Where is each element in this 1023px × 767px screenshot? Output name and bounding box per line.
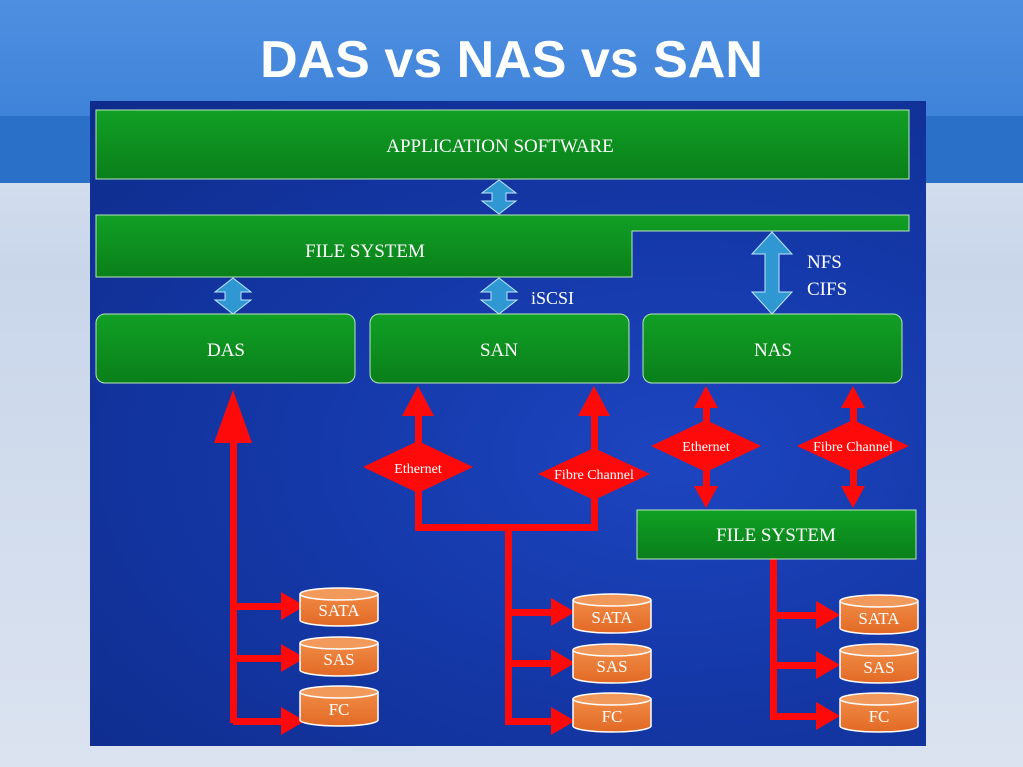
nas-file-system-box	[636, 509, 917, 560]
das-disk-sas	[299, 636, 379, 677]
das-up-arrow-head	[214, 390, 252, 443]
nas-disk-sata	[839, 594, 919, 635]
nfs-label: NFS	[807, 252, 842, 273]
nas-disk-sas-label: SAS	[863, 658, 894, 677]
application-software-label: APPLICATION SOFTWARE	[386, 136, 614, 157]
das-disk-fc	[299, 685, 379, 727]
san-connectors	[402, 386, 610, 735]
san-disk-sata	[572, 593, 652, 634]
nas-disk-fc-label: FC	[869, 707, 890, 726]
san-ethernet-diamond	[363, 441, 473, 493]
san-box	[369, 313, 630, 384]
nas-file-system-label: FILE SYSTEM	[716, 525, 836, 546]
nas-box	[642, 313, 903, 384]
das-box	[95, 313, 356, 384]
nas-fibre-label: Fibre Channel	[813, 440, 893, 455]
san-ethernet-label: Ethernet	[394, 462, 442, 477]
san-disk-fc-label: FC	[602, 707, 623, 726]
san-disk-sas	[572, 643, 652, 684]
san-label: SAN	[480, 340, 518, 361]
fs-san-arrow	[479, 277, 519, 315]
san-disk-fc	[572, 692, 652, 733]
das-disk-fc-label: FC	[329, 700, 350, 719]
das-disk-sata-label: SATA	[318, 601, 360, 620]
iscsi-label: iSCSI	[531, 288, 574, 308]
slide-title: DAS vs NAS vs SAN	[260, 31, 763, 89]
file-system-box	[95, 214, 910, 278]
das-disk-sata	[299, 587, 379, 627]
das-vertical-line	[230, 440, 237, 723]
nas-ethernet-label: Ethernet	[682, 440, 730, 455]
cifs-label: CIFS	[807, 279, 847, 300]
file-system-label: FILE SYSTEM	[305, 241, 425, 262]
nas-fibre-diamond	[797, 420, 909, 472]
application-software-box	[95, 109, 910, 180]
nas-ethernet-diamond	[651, 420, 761, 472]
nas-disk-sata-label: SATA	[858, 609, 900, 628]
das-disk-sas-label: SAS	[323, 650, 354, 669]
das-connectors	[214, 390, 305, 735]
app-nas-arrow	[750, 231, 794, 315]
das-label: DAS	[207, 340, 245, 361]
nas-disk-sas	[839, 643, 919, 684]
san-fibre-diamond	[538, 448, 650, 500]
nas-disk-fc	[839, 692, 919, 733]
nas-label: NAS	[754, 340, 792, 361]
fs-das-arrow	[213, 277, 253, 315]
san-disk-sata-label: SATA	[591, 608, 633, 627]
san-disk-sas-label: SAS	[596, 657, 627, 676]
app-filesystem-arrow	[480, 179, 518, 215]
san-fibre-label: Fibre Channel	[554, 468, 634, 483]
